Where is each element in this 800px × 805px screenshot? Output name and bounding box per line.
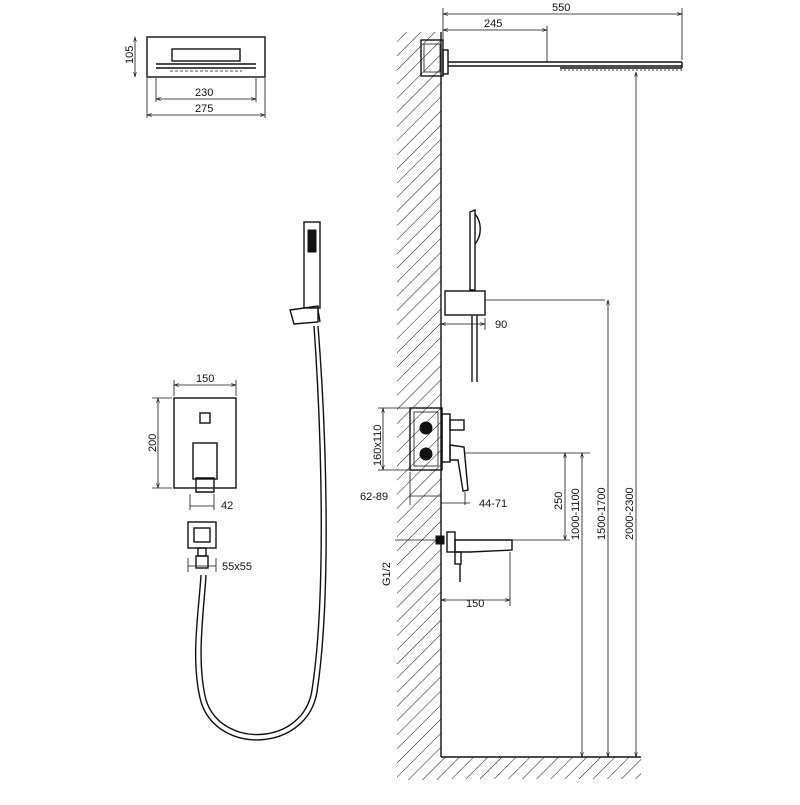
rain-shower-arm-side bbox=[420, 39, 683, 77]
dim-200: 200 bbox=[147, 434, 159, 452]
dim-250: 250 bbox=[553, 492, 565, 510]
head-dims: 105 230 275 bbox=[124, 37, 266, 118]
dim-2000-2300: 2000-2300 bbox=[624, 487, 636, 540]
dim-42: 42 bbox=[221, 500, 233, 512]
wall bbox=[397, 32, 641, 780]
dim-230: 230 bbox=[195, 87, 213, 99]
arm-dimension-550: 550 bbox=[442, 2, 683, 60]
mixer-dims: 150 200 42 bbox=[147, 373, 237, 512]
hand-shower bbox=[289, 221, 321, 325]
mixer-plate-front bbox=[173, 397, 237, 493]
dim-245: 245 bbox=[484, 18, 502, 30]
concealed-box-side bbox=[409, 407, 469, 492]
box-dims: 160x110 62-89 44-71 bbox=[360, 407, 507, 510]
dim-550: 550 bbox=[552, 2, 570, 14]
shower-head-front-view bbox=[146, 36, 266, 78]
hand-shower-holder-side: 90 bbox=[441, 208, 605, 382]
dim-55x55: 55x55 bbox=[222, 561, 252, 573]
dim-150-spout: 150 bbox=[466, 598, 484, 610]
dim-1000-1100: 1000-1100 bbox=[570, 488, 582, 540]
arm-dimension-245: 245 bbox=[443, 18, 548, 62]
shower-hose bbox=[194, 325, 327, 741]
dim-275: 275 bbox=[195, 103, 213, 115]
dim-160x110: 160x110 bbox=[372, 425, 384, 466]
bath-spout-side: 150 G1/2 bbox=[381, 531, 513, 610]
wall-outlet: 55x55 bbox=[187, 521, 252, 573]
dim-g12: G1/2 bbox=[381, 562, 393, 586]
dim-62-89: 62-89 bbox=[360, 491, 388, 503]
dim-1500-1700: 1500-1700 bbox=[596, 487, 608, 540]
height-dims: 250 1000-1100 1500-1700 2000-2300 bbox=[464, 72, 636, 757]
dim-44-71: 44-71 bbox=[479, 498, 507, 510]
dim-90: 90 bbox=[495, 319, 507, 331]
dim-105: 105 bbox=[124, 46, 136, 64]
dim-150-plate: 150 bbox=[196, 373, 214, 385]
